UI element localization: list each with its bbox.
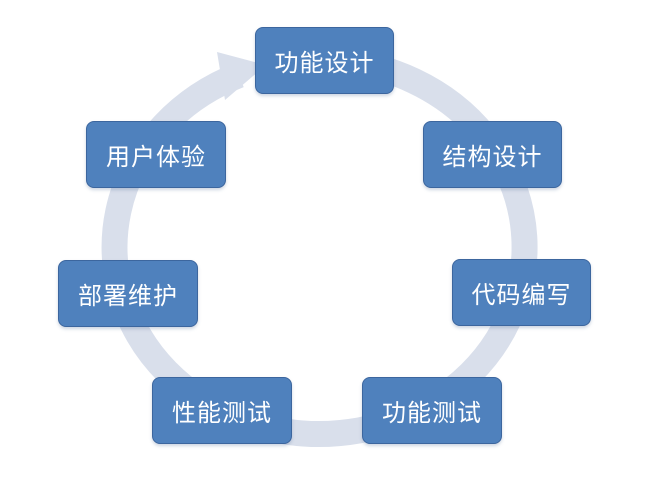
step-node-deploy-maintain: 部署维护 (58, 260, 198, 327)
cycle-arrow-head-icon (217, 52, 266, 100)
step-node-user-experience: 用户体验 (86, 121, 226, 188)
step-label: 性能测试 (172, 399, 272, 427)
step-label: 用户体验 (106, 143, 206, 171)
step-label: 代码编写 (471, 281, 572, 309)
step-node-performance-test: 性能测试 (152, 377, 292, 444)
step-node-functional-test: 功能测试 (362, 377, 502, 444)
step-node-code-writing: 代码编写 (452, 259, 591, 326)
step-label: 功能设计 (274, 49, 375, 77)
step-node-functional-design: 功能设计 (255, 27, 394, 94)
step-label: 功能测试 (382, 399, 482, 427)
step-node-structure-design: 结构设计 (423, 121, 562, 188)
step-label: 部署维护 (78, 282, 178, 310)
step-label: 结构设计 (442, 143, 543, 171)
